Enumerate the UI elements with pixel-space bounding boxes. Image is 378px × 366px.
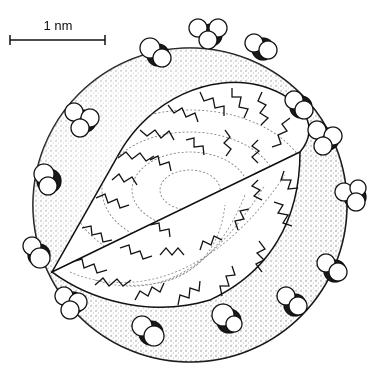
polar-headgroup — [189, 19, 227, 49]
scale-bar: 1 nm — [10, 18, 105, 45]
scale-bar-label: 1 nm — [44, 18, 73, 33]
polar-headgroup — [245, 34, 277, 60]
